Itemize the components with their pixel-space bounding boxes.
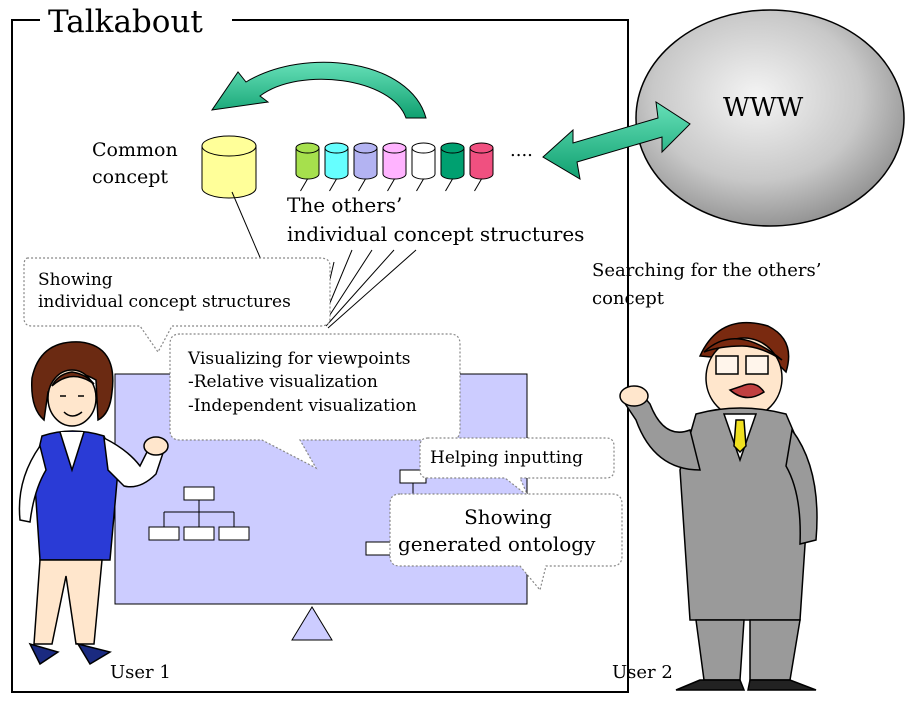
callout-generated-line2: generated ontology (398, 532, 596, 556)
tree-diagram-right (365, 469, 427, 556)
callout-generated (389, 493, 623, 592)
searching-label-line1: Searching for the others’ (592, 260, 822, 281)
callout-helping-text: Helping inputting (430, 448, 584, 468)
individual-concept-cylinder (411, 142, 436, 192)
callout-visualizing-line1: Visualizing for viewpoints (188, 349, 411, 369)
callout-visualizing (169, 333, 461, 470)
callout-showing-individual-line2: individual concept structures (38, 292, 291, 312)
individual-concept-cylinder (353, 142, 378, 192)
individual-concept-cylinder (382, 142, 407, 192)
callout-visualizing-line2: -Relative visualization (188, 372, 378, 392)
curved-arrow (210, 61, 427, 119)
common-concept-cylinder (201, 135, 257, 199)
individual-concept-cylinder (295, 142, 320, 192)
callout-showing-individual (23, 257, 331, 354)
callout-helping (419, 437, 615, 497)
tree-diagram-left (148, 486, 250, 541)
www-double-arrow (542, 100, 691, 180)
cylinder-ellipsis: .... (510, 140, 533, 161)
searching-label-line2: concept (592, 288, 664, 309)
user2-label: User 2 (612, 662, 673, 683)
diagram-title: Talkabout (42, 4, 209, 40)
individual-concept-cylinder (440, 142, 465, 192)
individual-concept-cylinder (469, 142, 494, 192)
callout-generated-line1: Showing (464, 505, 552, 529)
www-label: WWW (723, 93, 804, 123)
talkabout-frame (11, 19, 629, 693)
others-label-line2: individual concept structures (287, 222, 585, 246)
user2-illustration (619, 321, 818, 691)
user1-label: User 1 (110, 662, 171, 683)
user1-illustration (18, 341, 169, 666)
common-concept-label-line1: Common (92, 139, 178, 161)
callout-showing-individual-line1: Showing (38, 270, 113, 290)
common-concept-label-line2: concept (92, 166, 168, 188)
www-globe (635, 9, 905, 227)
board-stand (291, 606, 333, 641)
individual-concept-cylinders (295, 142, 494, 192)
others-label-line1: The others’ (287, 193, 403, 217)
individual-concept-cylinder (324, 142, 349, 192)
callout-visualizing-line3: -Independent visualization (188, 396, 417, 416)
